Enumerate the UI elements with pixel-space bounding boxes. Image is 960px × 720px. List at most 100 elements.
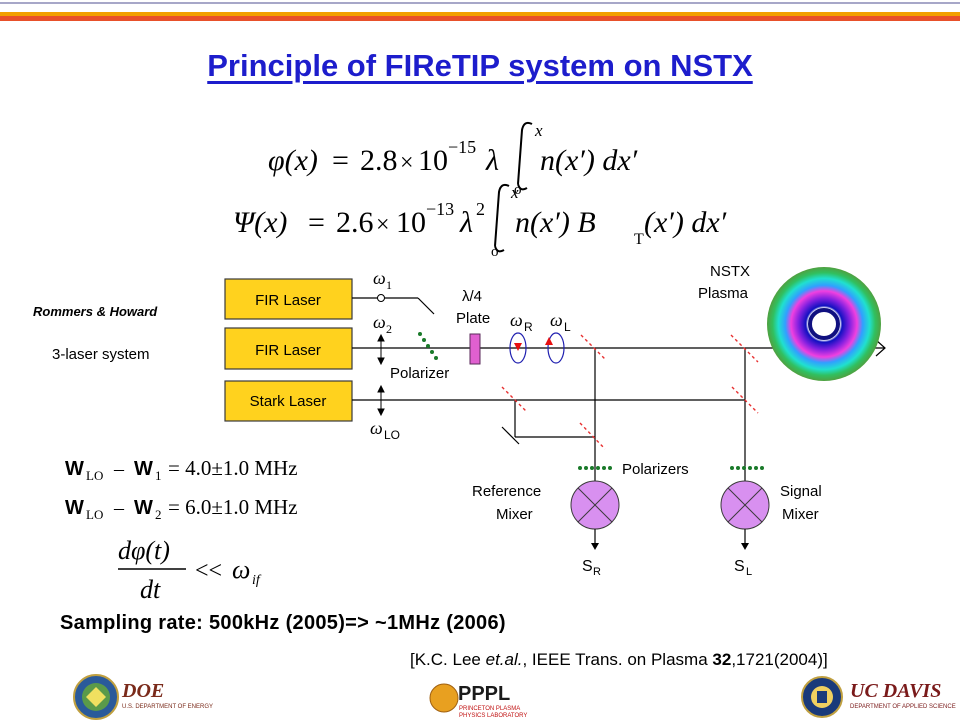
omegaL-polarization: ω L <box>545 310 571 364</box>
pppl-logo-text: PPPL <box>458 683 510 705</box>
phi-equals: = <box>332 144 349 177</box>
citation-etal: et.al. <box>485 650 523 669</box>
psi-equals: = <box>308 206 325 239</box>
psi-integrand: n(x′) B <box>515 206 596 239</box>
phi-coef: 2.8 <box>360 144 398 177</box>
phi-times: × <box>400 150 414 176</box>
uc-davis-logo-subtext: DEPARTMENT OF APPLIED SCIENCE <box>850 704 956 710</box>
psi-times: × <box>376 212 390 238</box>
omegaL-sub: L <box>564 320 571 334</box>
doe-logo: DOE U.S. DEPARTMENT OF ENERGY <box>73 674 213 720</box>
omega1-symbol: ω <box>373 268 386 288</box>
phi-base: 10 <box>418 144 448 177</box>
pppl-logo-subtext-2: PHYSICS LABORATORY <box>459 713 527 719</box>
freq2-w2: W <box>134 497 153 519</box>
plasma-label: Plasma <box>698 285 749 302</box>
freq2-minus: – <box>113 497 125 519</box>
plasma-core <box>808 308 840 340</box>
pppl-logo-subtext-1: PRINCETON PLASMA <box>459 706 520 712</box>
reference-label: Reference <box>472 483 541 500</box>
phi-lambda: λ <box>485 144 499 177</box>
polarizer-wire-grid <box>418 332 438 360</box>
sL-arrow-icon <box>741 543 749 550</box>
signal-mixer-label: Mixer <box>782 506 819 523</box>
freq1-sub2: 1 <box>155 468 162 483</box>
phi-integral-sign <box>517 121 533 191</box>
lambda-quarter-label: λ/4 <box>462 288 482 305</box>
top-bar-red-stripe <box>0 16 960 21</box>
freq1-sub1: LO <box>86 468 103 483</box>
omega-labels: ω 1 ω 2 ω LO <box>370 268 400 442</box>
polarizers-label: Polarizers <box>622 461 689 478</box>
citation-pre: [K.C. Lee <box>410 650 486 669</box>
derivative-denominator: dt <box>140 575 161 604</box>
fir-laser-1: FIR Laser <box>224 278 353 320</box>
omega2-arrow-icon <box>377 333 385 366</box>
freq2-sub2: 2 <box>155 507 162 522</box>
equation-psi: Ψ(x) = 2.6 × 10 −13 λ 2 x o n(x′) B T (x… <box>233 183 727 260</box>
omegaR-arrow-icon <box>514 343 522 351</box>
psi-lambda-exp: 2 <box>476 199 485 219</box>
fir-laser-2: FIR Laser <box>224 327 353 370</box>
top-bar-thin-line <box>0 2 960 4</box>
phi-lhs: φ(x) <box>268 144 318 177</box>
omega2-symbol: ω <box>373 312 386 332</box>
rommers-howard-label: Rommers & Howard <box>33 304 158 319</box>
freq1-minus: – <box>113 458 125 480</box>
sR-symbol: S <box>582 558 593 575</box>
uc-davis-logo: UC DAVIS DEPARTMENT OF APPLIED SCIENCE <box>801 676 956 718</box>
signal-polarizer-dots <box>730 466 764 470</box>
plate-label: Plate <box>456 310 490 327</box>
citation-post: ,1721(2004)] <box>731 650 828 669</box>
citation-mid: , IEEE Trans. on Plasma <box>522 650 713 669</box>
equation-phi: φ(x) = 2.8 × 10 −15 λ x o n(x′) dx′ <box>268 121 638 198</box>
sL-symbol: S <box>734 558 745 575</box>
signal-label: Signal <box>780 483 822 500</box>
freq1-w2: W <box>134 458 153 480</box>
psi-coef: 2.6 <box>336 206 374 239</box>
stark-laser-label: Stark Laser <box>250 393 327 410</box>
freq1-w: W <box>65 458 84 480</box>
omegaL-symbol: ω <box>550 310 563 330</box>
three-laser-label: 3-laser system <box>52 346 150 363</box>
phi-integrand: n(x′) dx′ <box>540 144 638 177</box>
citation-volume: 32 <box>712 650 732 669</box>
omega2-sub: 2 <box>386 322 392 336</box>
phi-int-lower: o <box>514 182 522 198</box>
psi-integrand-sub: T <box>634 231 644 248</box>
omegaR-polarization: ω R <box>509 310 533 364</box>
omega-if-sub: if <box>252 573 262 588</box>
page-title: Principle of FIReTIP system on NSTX <box>207 48 753 83</box>
reference-polarizer-dots <box>578 466 612 470</box>
pppl-logo: PPPL PRINCETON PLASMA PHYSICS LABORATORY <box>429 683 527 719</box>
phi-exponent: −15 <box>448 137 476 157</box>
omegaR-sub: R <box>524 320 533 334</box>
less-than-symbol: << <box>195 558 222 584</box>
derivative-numerator: dφ(t) <box>118 536 170 565</box>
sL-sub: L <box>746 566 752 578</box>
stark-laser: Stark Laser <box>224 380 353 422</box>
sampling-rate-text: Sampling rate: 500kHz (2005)=> ~1MHz (20… <box>60 612 506 634</box>
psi-integrand-end: (x′) dx′ <box>644 206 727 239</box>
citation-text: [K.C. Lee et.al., IEEE Trans. on Plasma … <box>410 650 828 670</box>
omegaLO-symbol: ω <box>370 418 383 438</box>
signal-mixer <box>720 480 770 530</box>
top-bar-orange-stripe <box>0 12 960 16</box>
omega1-dot-icon <box>377 294 385 302</box>
phi-int-upper: x <box>534 121 543 140</box>
omega1-sub: 1 <box>386 278 392 292</box>
freq-equation-1: W LO – W 1 = 4.0±1.0 MHz <box>65 456 298 483</box>
psi-exponent: −13 <box>426 199 454 219</box>
psi-base: 10 <box>396 206 426 239</box>
sR-output: S R <box>582 529 601 578</box>
psi-int-upper: x <box>510 183 519 202</box>
reference-mixer-label: Mixer <box>496 506 533 523</box>
uc-davis-logo-text: UC DAVIS <box>850 680 941 702</box>
sR-arrow-icon <box>591 543 599 550</box>
top-decoration-bar <box>0 0 960 28</box>
sL-output: S L <box>734 529 752 578</box>
omegaLO-sub: LO <box>384 428 400 442</box>
omegaLO-arrow-icon <box>377 384 385 417</box>
fir-laser-1-label: FIR Laser <box>255 292 321 309</box>
